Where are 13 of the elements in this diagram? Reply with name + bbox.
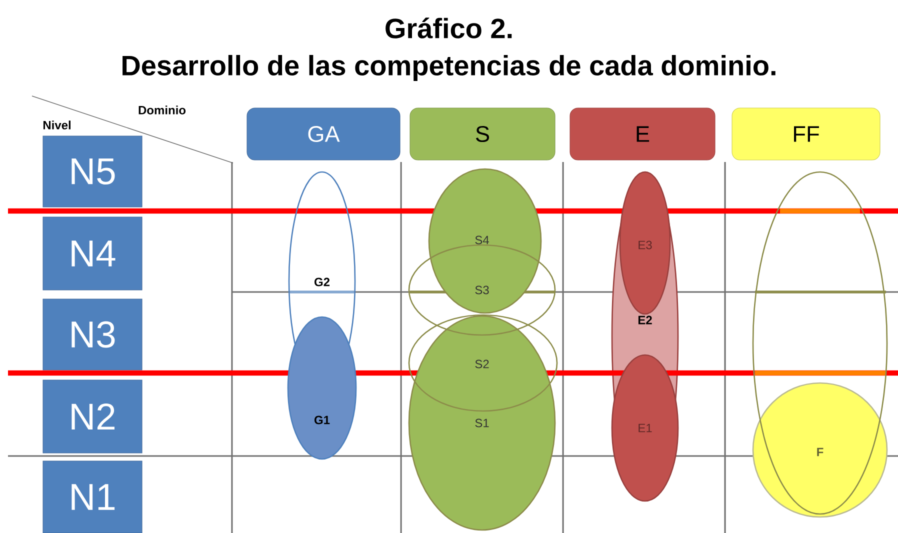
level-box: N2: [42, 380, 142, 454]
domain-box: E: [570, 108, 716, 160]
level-box: N4: [42, 216, 142, 290]
ellipse: [752, 171, 888, 515]
domain-box: FF: [732, 108, 880, 160]
subtitle: Desarrollo de las competencias de cada dominio.: [122, 54, 776, 82]
domain-box: GA: [246, 108, 400, 160]
level-box: N5: [42, 136, 142, 208]
level-box: N3: [42, 298, 142, 370]
axis-label: Dominio: [138, 106, 186, 114]
domain-box: S: [410, 108, 556, 160]
level-box: N1: [42, 460, 142, 533]
title: Gráfico 2.: [386, 18, 512, 38]
